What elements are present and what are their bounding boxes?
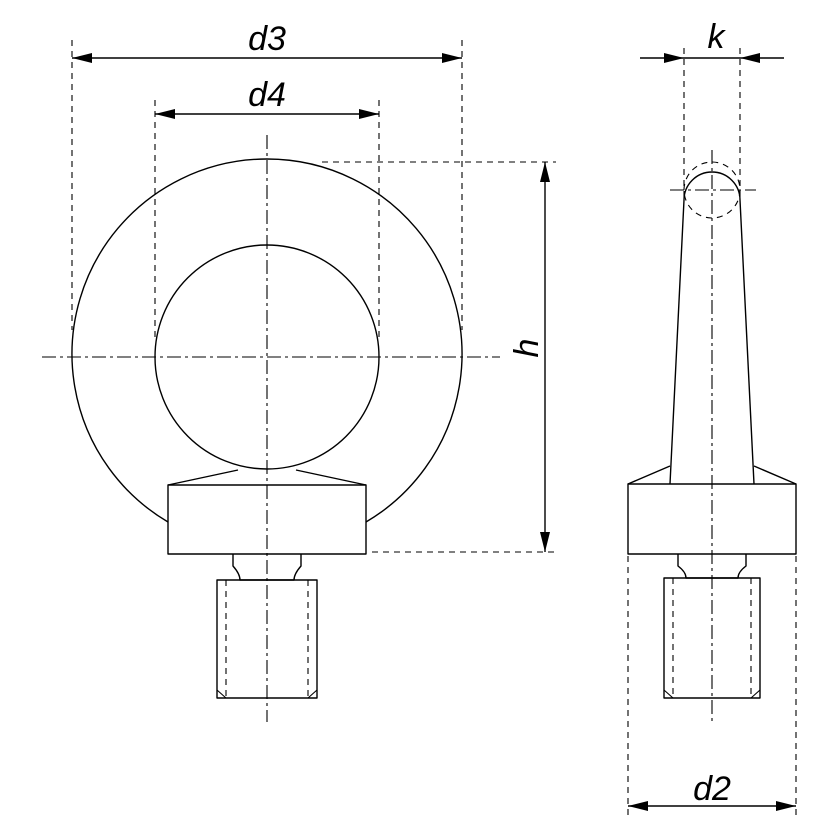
- arrow-d3-right: [442, 53, 462, 63]
- collar-fillet-side: [627, 465, 797, 485]
- arrow-h-bottom: [540, 532, 550, 552]
- arrow-d4-right: [359, 109, 379, 119]
- arrow-d2-left: [628, 801, 648, 811]
- arrow-d2-right: [776, 801, 796, 811]
- arrow-d4-left: [155, 109, 175, 119]
- label-d4: d4: [248, 76, 286, 114]
- label-d3: d3: [248, 20, 286, 58]
- label-h: h: [508, 339, 546, 358]
- dimension-h: h: [322, 161, 556, 553]
- dimension-d3: d3: [71, 20, 463, 330]
- side-view: [627, 150, 797, 722]
- label-d2: d2: [693, 770, 731, 808]
- dimension-d2: d2: [627, 556, 797, 818]
- front-view: [42, 135, 500, 722]
- dimension-k: k: [640, 18, 784, 200]
- label-k: k: [708, 18, 727, 56]
- arrow-h-top: [540, 162, 550, 182]
- arrow-k-right: [740, 53, 760, 63]
- arrow-d3-left: [72, 53, 92, 63]
- arrow-k-left: [664, 53, 684, 63]
- eye-side-profile: [669, 171, 755, 485]
- thread-root-side: [672, 578, 752, 698]
- ring-outer-contour: [71, 158, 463, 523]
- dimension-d4: d4: [154, 76, 380, 340]
- collar-fillet-front: [167, 469, 367, 486]
- thread-chamfer-side: [663, 689, 761, 699]
- thread-root-front: [225, 580, 309, 698]
